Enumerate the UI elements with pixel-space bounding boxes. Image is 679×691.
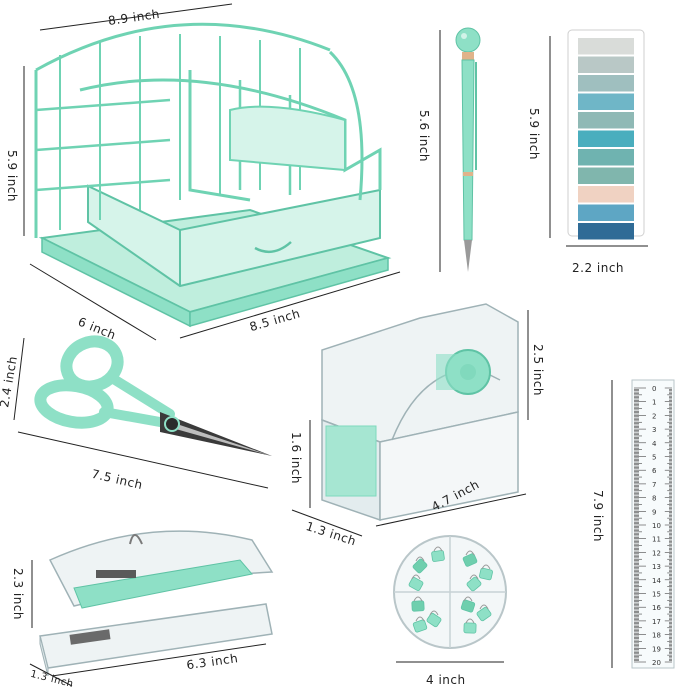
clips-width-label: 4 inch [426, 673, 466, 687]
ruler-number: 16 [652, 604, 661, 612]
binder-clip [411, 600, 425, 612]
clip-wire [481, 564, 491, 570]
pen [455, 27, 481, 272]
flag-strip [578, 93, 634, 110]
clips-dimensions: 4 inch [396, 661, 504, 687]
ruler-number: 15 [652, 591, 661, 599]
flag-strip [578, 130, 634, 147]
ruler-number: 5 [652, 454, 656, 462]
ruler-number: 8 [652, 495, 656, 503]
clip-wire [413, 596, 423, 602]
ruler-number: 18 [652, 632, 661, 640]
scissors-length-label: 7.5 inch [90, 467, 144, 492]
clip-wire [465, 550, 475, 556]
stapler-depth-label: 1.3 inch [29, 669, 74, 690]
organizer-base-label: 8.5 inch [248, 306, 302, 334]
tape-dispenser [321, 303, 519, 522]
binder-clip [462, 553, 478, 567]
sticky-flags [567, 29, 645, 240]
ruler-number: 19 [652, 645, 661, 653]
clip-contents [408, 546, 493, 634]
binder-clip [479, 567, 493, 581]
binder-clip [412, 619, 428, 633]
ruler-number: 20 [652, 659, 661, 667]
clip-wire [415, 556, 425, 562]
ruler-number: 12 [652, 549, 661, 557]
scissors [34, 335, 272, 456]
stapler-height-label: 2.3 inch [11, 568, 25, 620]
pen-dimensions: 5.6 inch [417, 30, 441, 272]
scissors-height-label: 2.4 inch [0, 355, 20, 409]
binder-clip [412, 558, 428, 574]
flag-strip [578, 56, 634, 73]
ruler-number: 6 [652, 467, 657, 475]
clip-wire [463, 596, 473, 602]
organizer-width-label: 8.9 inch [107, 7, 160, 28]
organizer-height-label: 5.9 inch [5, 150, 19, 202]
desk-organizer [34, 22, 392, 328]
binder-clip [466, 576, 482, 592]
flag-strip [578, 149, 634, 166]
ruler-number: 13 [652, 563, 661, 571]
dispenser-height-label: 2.5 inch [531, 344, 545, 396]
binder-clip [463, 622, 477, 634]
flags-width-label: 2.2 inch [572, 261, 624, 275]
flags-height-label: 5.9 inch [527, 108, 541, 160]
binder-clip [476, 606, 492, 622]
clip-wire [433, 546, 443, 552]
clip-wire [415, 616, 425, 622]
stapler-length-label: 6.3 inch [186, 651, 239, 672]
clip-container [393, 535, 507, 649]
ruler-number: 17 [652, 618, 661, 626]
binder-clip [408, 577, 424, 591]
ruler-number: 7 [652, 481, 656, 489]
ruler-dimensions: 7.9 inch [591, 380, 613, 668]
flag-strip [578, 204, 634, 221]
flag-stack [578, 38, 634, 240]
ruler-number: 0 [652, 385, 656, 393]
flag-strip [578, 167, 634, 184]
clip-wire [465, 618, 475, 624]
flag-strip [578, 75, 634, 92]
clip-wire [469, 574, 479, 580]
flag-strip [578, 112, 634, 129]
ruler-number: 3 [652, 426, 656, 434]
ruler-number: 14 [652, 577, 661, 585]
binder-clip [431, 550, 445, 562]
ruler-number: 9 [652, 508, 656, 516]
flag-strip [578, 223, 634, 240]
ruler-number: 4 [652, 440, 657, 448]
binder-clip [426, 612, 442, 628]
clip-wire [411, 574, 421, 580]
flags-dimensions: 5.9 inch 2.2 inch [527, 36, 648, 275]
ruler-number: 2 [652, 412, 656, 420]
dispenser-base-height-label: 1.6 inch [289, 432, 303, 484]
ruler-number: 1 [652, 399, 656, 407]
stapler [39, 530, 274, 677]
flag-strip [578, 38, 634, 55]
dispenser-depth-label: 1.3 inch [304, 519, 358, 548]
flag-strip [578, 186, 634, 203]
clip-wire [479, 604, 489, 610]
binder-clip [460, 599, 476, 613]
ruler-length-label: 7.9 inch [591, 490, 605, 542]
ruler-number: 10 [652, 522, 661, 530]
pen-length-label: 5.6 inch [417, 110, 431, 162]
ruler-number: 11 [652, 536, 661, 544]
clip-wire [429, 610, 439, 616]
